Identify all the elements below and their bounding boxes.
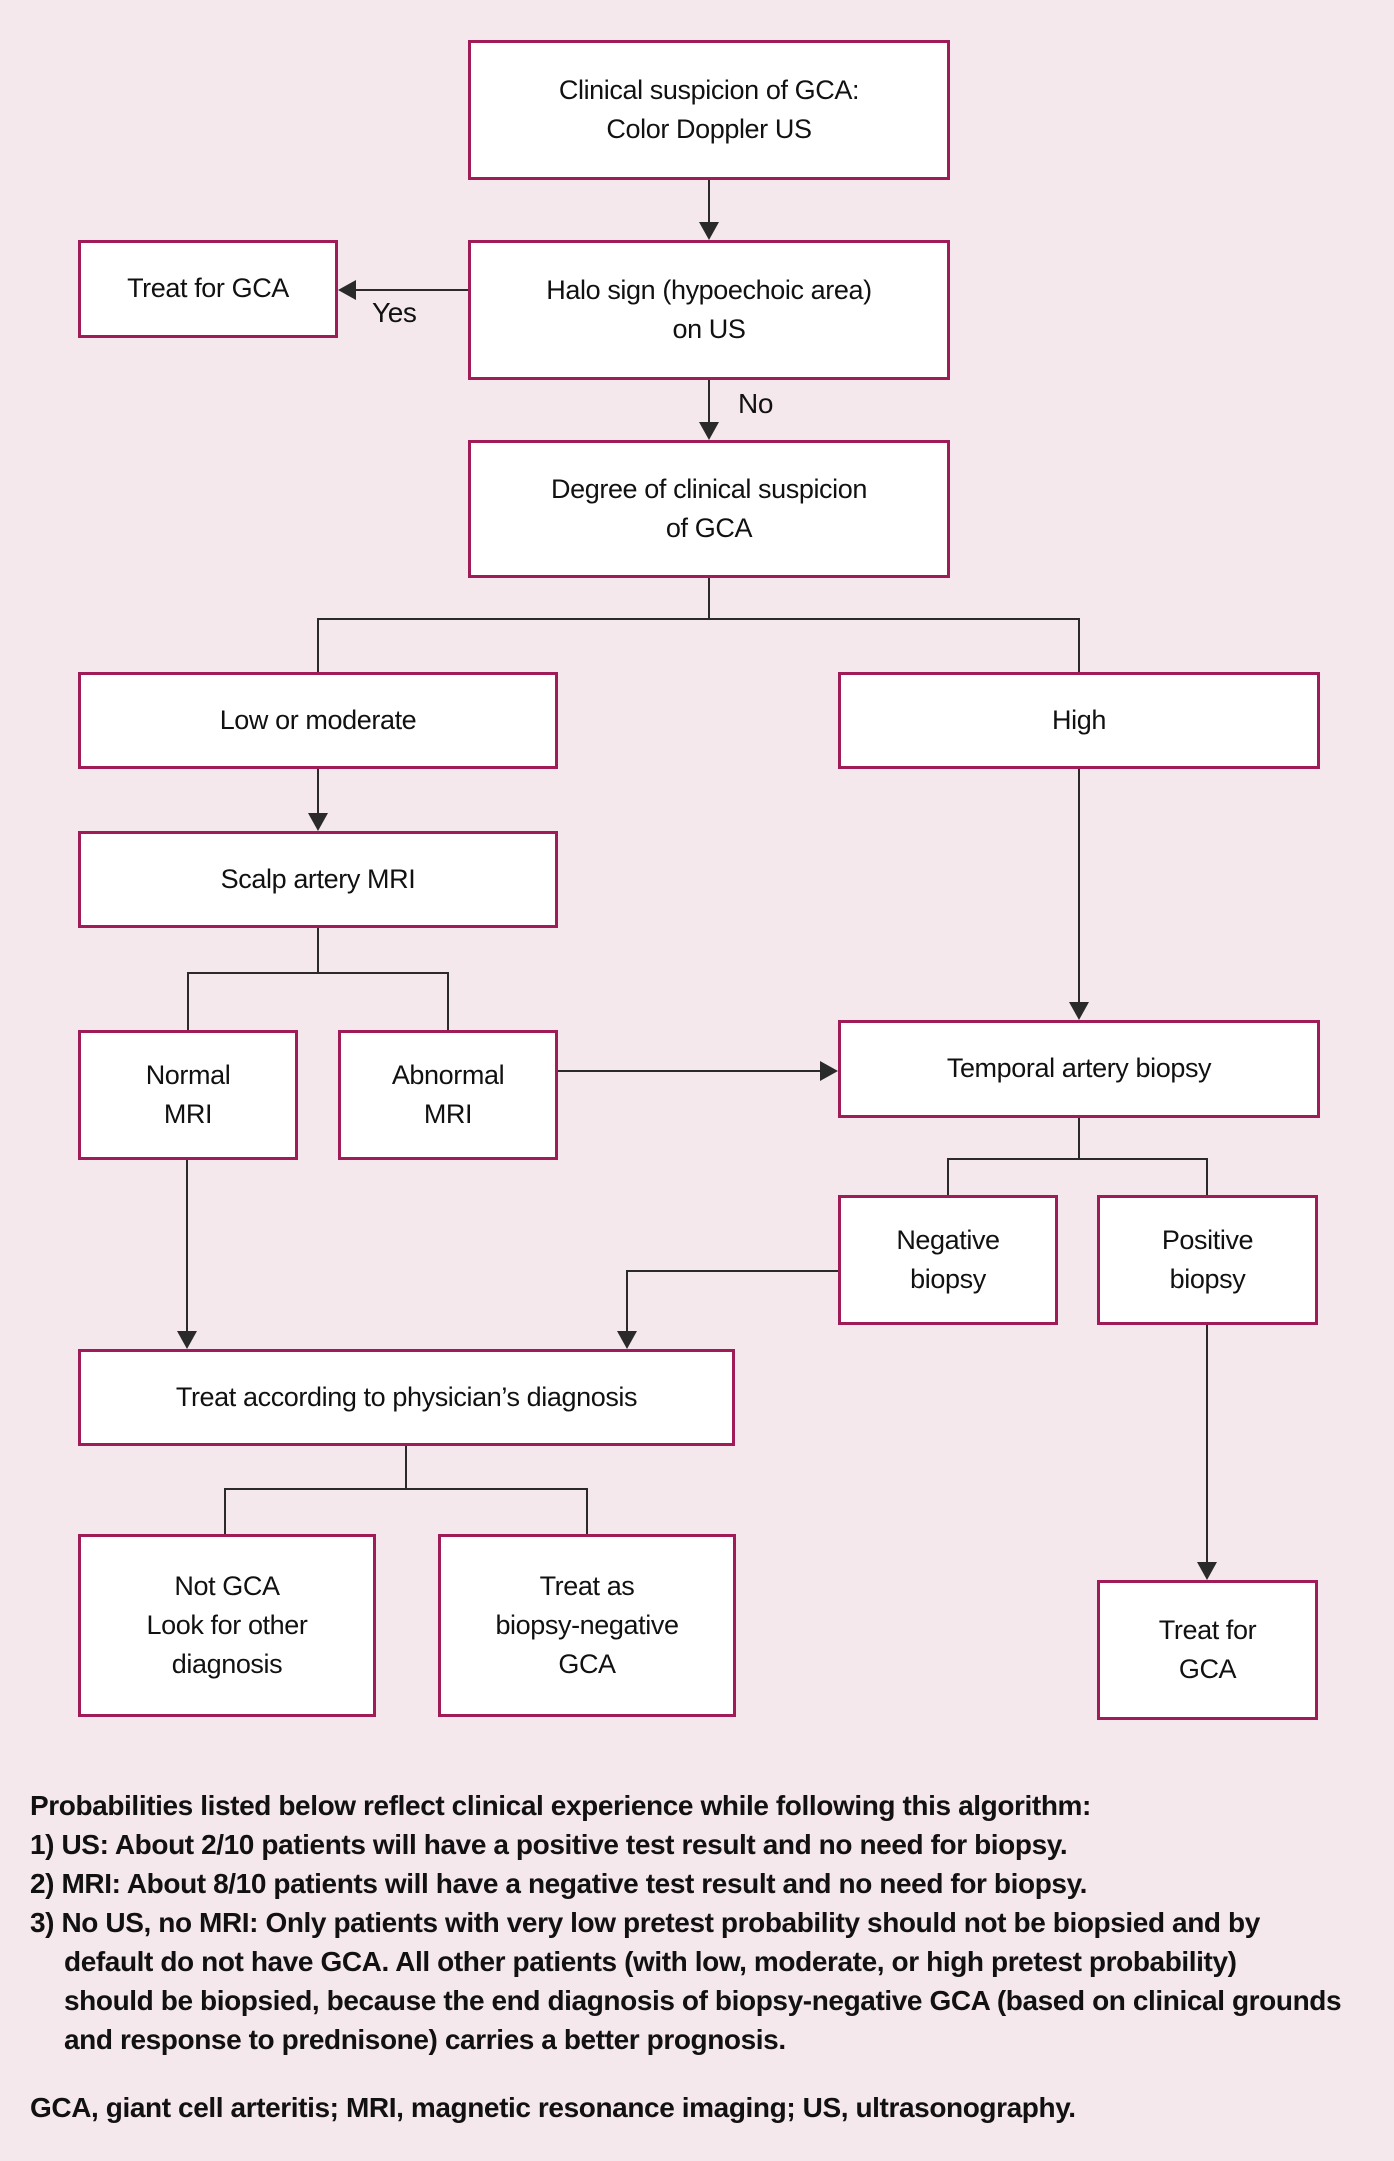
arrowhead-down-halo-to-degree: [699, 422, 719, 440]
connector-normal-to-treat: [186, 1160, 188, 1333]
node-treat-according-diagnosis-label: Treat according to physician’s diagnosis: [175, 1381, 638, 1412]
connector-scalp-stem: [317, 928, 319, 973]
connector-branch-to-normal: [187, 973, 189, 1030]
note-line: 1) US: About 2/10 patients will have a p…: [30, 1829, 1068, 1860]
node-treat-for-gca-top-label: Treat for GCA: [127, 273, 289, 304]
node-scalp-artery-mri-label: Scalp artery MRI: [220, 863, 416, 894]
connector-clinical-to-halo: [708, 180, 710, 224]
node-treat-for-gca-top: Treat for GCA: [78, 240, 338, 338]
connector-treat-accord-stem: [405, 1446, 407, 1489]
connector-branch-to-low: [317, 619, 319, 672]
connector-branch-to-abnormal: [447, 973, 449, 1030]
connector-temporal-stem: [1078, 1118, 1080, 1159]
node-negative-biopsy-label: Negative biopsy: [896, 1224, 1000, 1294]
node-temporal-artery-biopsy: Temporal artery biopsy: [838, 1020, 1320, 1118]
connector-halo-to-degree: [708, 380, 710, 424]
connector-branch-to-treat-as: [586, 1489, 588, 1534]
node-temporal-artery-biopsy-label: Temporal artery biopsy: [946, 1053, 1212, 1084]
connector-scalp-branch: [187, 972, 449, 974]
edge-label-yes: Yes: [372, 297, 417, 328]
connector-negative-to-treat-v: [626, 1270, 628, 1333]
connector-positive-to-treat: [1206, 1325, 1208, 1564]
node-halo-sign: Halo sign (hypoechoic area) on US: [468, 240, 950, 380]
arrowhead-down-negative-to-treat: [617, 1331, 637, 1349]
connector-degree-stem: [708, 578, 710, 619]
connector-branch-to-positive: [1206, 1159, 1208, 1195]
note-line: Probabilities listed below reflect clini…: [30, 1790, 1091, 1821]
node-degree-of-suspicion-label: Degree of clinical suspicion of GCA: [551, 473, 867, 543]
connector-low-to-scalp: [317, 769, 319, 815]
node-abnormal-mri-label: Abnormal MRI: [391, 1059, 505, 1129]
note-line: 2) MRI: About 8/10 patients will have a …: [30, 1868, 1088, 1899]
node-treat-biopsy-negative-gca-label: Treat as biopsy-negative GCA: [495, 1570, 679, 1680]
node-scalp-artery-mri: Scalp artery MRI: [78, 831, 558, 928]
connector-negative-to-treat-h: [627, 1270, 838, 1272]
arrowhead-down-positive-to-treat: [1197, 1562, 1217, 1580]
edge-label-no: No: [738, 388, 773, 419]
arrowhead-down-normal-to-treat: [177, 1331, 197, 1349]
node-high: High: [838, 672, 1320, 769]
connector-temporal-branch: [947, 1158, 1208, 1160]
node-degree-of-suspicion: Degree of clinical suspicion of GCA: [468, 440, 950, 578]
connector-abnormal-to-temporal: [558, 1070, 822, 1072]
node-not-gca-label: Not GCA Look for other diagnosis: [146, 1570, 308, 1680]
node-high-label: High: [1052, 704, 1106, 735]
node-positive-biopsy: Positive biopsy: [1097, 1195, 1318, 1325]
node-treat-for-gca-final: Treat for GCA: [1097, 1580, 1318, 1720]
note-line: 3) No US, no MRI: Only patients with ver…: [30, 1907, 1260, 1938]
node-not-gca: Not GCA Look for other diagnosis: [78, 1534, 376, 1717]
connector-halo-to-treat-yes: [356, 289, 468, 291]
arrowhead-down-clinical-to-halo: [699, 222, 719, 240]
node-normal-mri: Normal MRI: [78, 1030, 298, 1160]
note-line: should be biopsied, because the end diag…: [64, 1985, 1342, 2016]
note-line: and response to prednisone) carries a be…: [64, 2024, 786, 2055]
arrowhead-down-high-to-temporal: [1069, 1002, 1089, 1020]
node-positive-biopsy-label: Positive biopsy: [1161, 1224, 1254, 1294]
node-normal-mri-label: Normal MRI: [145, 1059, 231, 1129]
abbreviations-line: GCA, giant cell arteritis; MRI, magnetic…: [30, 2092, 1076, 2123]
arrowhead-right-abnormal-to-temporal: [820, 1061, 838, 1081]
arrowhead-down-low-to-scalp: [308, 813, 328, 831]
connector-degree-branch: [317, 618, 1080, 620]
node-clinical-suspicion: Clinical suspicion of GCA: Color Doppler…: [468, 40, 950, 180]
arrowhead-left-halo-to-treat: [338, 280, 356, 300]
connector-treat-accord-branch: [224, 1488, 588, 1490]
node-clinical-suspicion-label: Clinical suspicion of GCA: Color Doppler…: [558, 74, 860, 144]
node-abnormal-mri: Abnormal MRI: [338, 1030, 558, 1160]
node-treat-biopsy-negative-gca: Treat as biopsy-negative GCA: [438, 1534, 736, 1717]
connector-branch-to-negative: [947, 1159, 949, 1195]
connector-branch-to-not-gca: [224, 1489, 226, 1534]
node-treat-according-diagnosis: Treat according to physician’s diagnosis: [78, 1349, 735, 1446]
connector-branch-to-high: [1078, 619, 1080, 672]
node-halo-sign-label: Halo sign (hypoechoic area) on US: [546, 274, 872, 344]
note-line: default do not have GCA. All other patie…: [64, 1946, 1237, 1977]
notes: Probabilities listed below reflect clini…: [30, 1786, 1370, 2127]
connector-high-to-temporal: [1078, 769, 1080, 1004]
node-negative-biopsy: Negative biopsy: [838, 1195, 1058, 1325]
node-low-or-moderate-label: Low or moderate: [219, 704, 417, 735]
node-treat-for-gca-final-label: Treat for GCA: [1158, 1614, 1257, 1684]
node-low-or-moderate: Low or moderate: [78, 672, 558, 769]
